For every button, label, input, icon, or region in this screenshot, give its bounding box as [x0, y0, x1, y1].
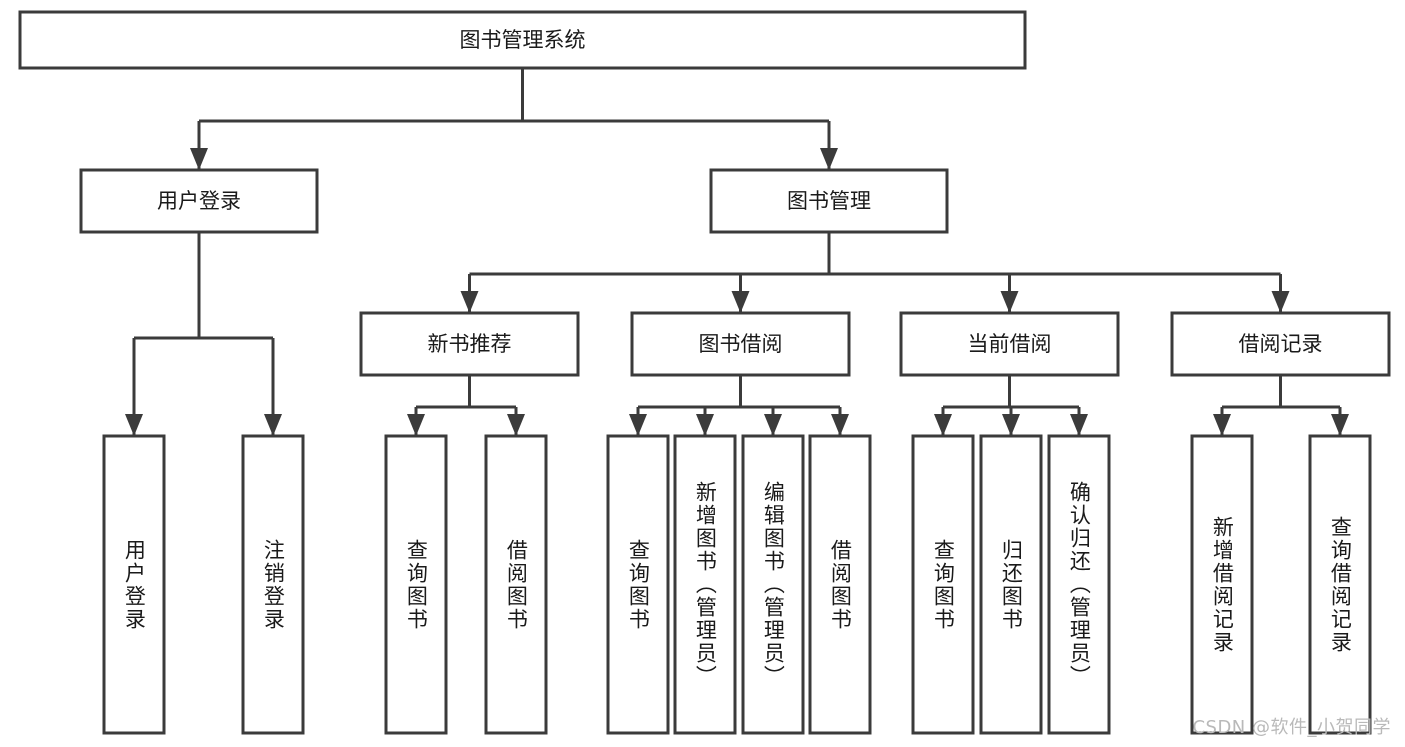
arrow-head-icon-leaf-add-book-admin	[696, 414, 714, 436]
node-current-borrow[interactable]	[899, 311, 1120, 377]
node-leaf-edit-book-admin[interactable]	[741, 434, 805, 735]
node-label-user-login: 用户登录	[157, 189, 241, 213]
arrow-head-icon-leaf-borrow-book-2	[831, 414, 849, 436]
node-leaf-borrow-book-2[interactable]	[808, 434, 872, 735]
connectors-layer	[125, 68, 1349, 436]
arrow-head-icon-leaf-query-book-1	[407, 414, 425, 436]
arrow-head-icon-leaf-return-book	[1002, 414, 1020, 436]
node-leaf-user-login[interactable]	[102, 434, 166, 735]
node-borrow-record[interactable]	[1170, 311, 1391, 377]
arrow-head-icon-leaf-user-login	[125, 414, 143, 436]
node-label-book-manage: 图书管理	[787, 189, 871, 213]
node-leaf-query-borrow-record[interactable]	[1308, 434, 1372, 735]
node-leaf-add-borrow-record[interactable]	[1190, 434, 1254, 735]
arrow-head-icon-leaf-edit-book-admin	[764, 414, 782, 436]
node-label-new-book-recommend: 新书推荐	[428, 332, 512, 356]
node-leaf-confirm-return-admin[interactable]	[1047, 434, 1111, 735]
node-leaf-return-book[interactable]	[979, 434, 1043, 735]
boxes-layer	[18, 10, 1391, 735]
arrow-head-icon-leaf-confirm-return-admin	[1070, 414, 1088, 436]
node-label-current-borrow: 当前借阅	[968, 332, 1052, 356]
arrow-head-icon-leaf-query-borrow-record	[1331, 414, 1349, 436]
watermark-text: CSDN @软件_小贺同学	[1192, 717, 1391, 738]
node-leaf-query-book-2[interactable]	[606, 434, 670, 735]
arrow-head-icon-leaf-borrow-book-1	[507, 414, 525, 436]
node-leaf-query-book-3[interactable]	[911, 434, 975, 735]
arrow-head-icon-leaf-add-borrow-record	[1213, 414, 1231, 436]
arrow-head-icon-new-book-recommend	[460, 291, 479, 313]
arrow-head-icon-user-login	[190, 148, 208, 170]
node-leaf-logout-login[interactable]	[241, 434, 305, 735]
node-book-borrow[interactable]	[630, 311, 851, 377]
node-new-book-recommend[interactable]	[359, 311, 580, 377]
node-leaf-query-book-1[interactable]	[384, 434, 448, 735]
node-leaf-borrow-book-1[interactable]	[484, 434, 548, 735]
node-label-root: 图书管理系统	[460, 28, 586, 52]
node-label-book-borrow: 图书借阅	[699, 332, 783, 356]
arrow-head-icon-leaf-logout-login	[264, 414, 282, 436]
node-user-login[interactable]	[79, 168, 319, 234]
node-label-borrow-record: 借阅记录	[1239, 332, 1323, 356]
arrow-head-icon-leaf-query-book-3	[934, 414, 952, 436]
arrow-head-icon-leaf-query-book-2	[629, 414, 647, 436]
node-leaf-add-book-admin[interactable]	[673, 434, 737, 735]
arrow-head-icon-book-borrow	[731, 291, 750, 313]
arrow-head-icon-borrow-record	[1271, 291, 1290, 313]
arrow-head-icon-current-borrow	[1000, 291, 1019, 313]
node-book-manage[interactable]	[709, 168, 949, 234]
node-root-system[interactable]	[18, 10, 1027, 70]
arrow-head-icon-book-manage	[820, 148, 838, 170]
